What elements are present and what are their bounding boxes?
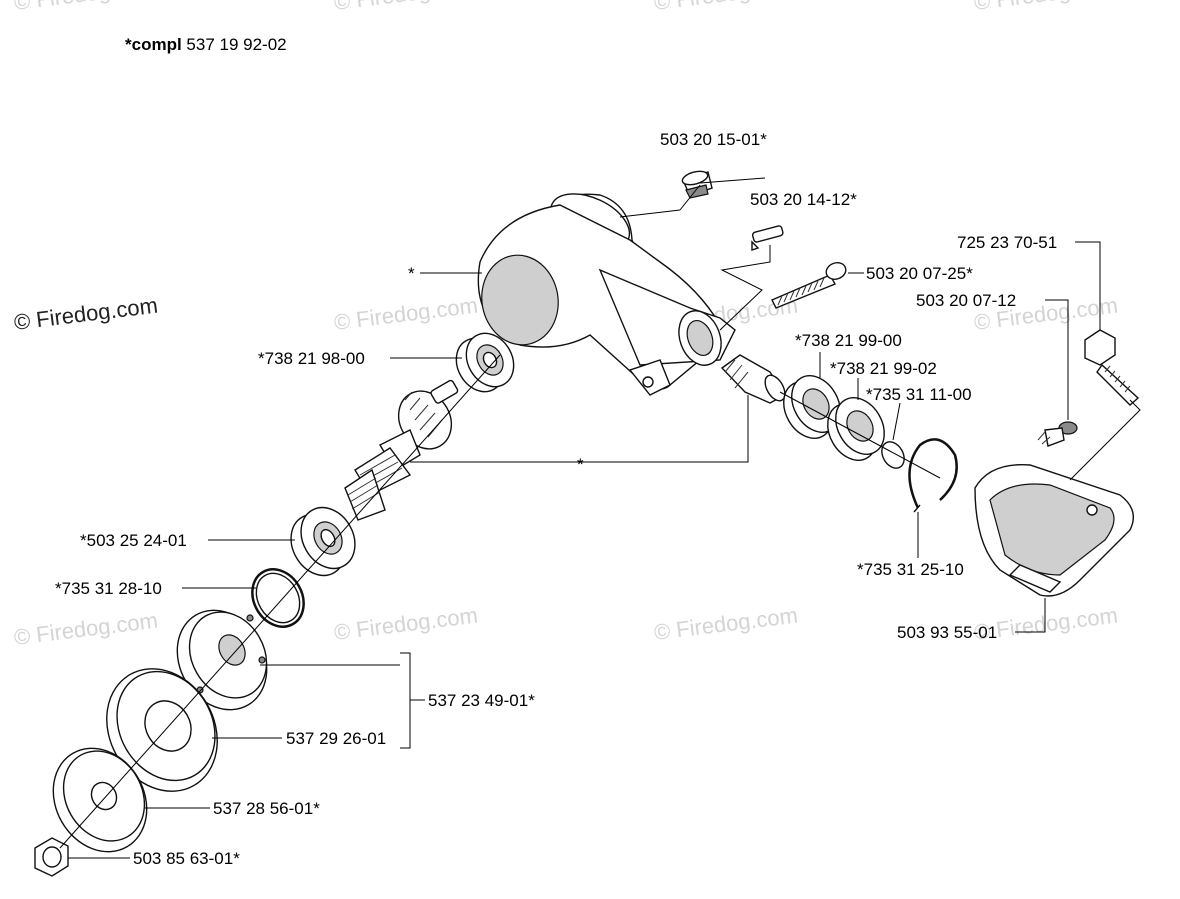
watermark: © Firedog.com [973,0,1120,15]
compl-label: *compl 537 19 92-02 [125,35,287,54]
watermark: © Firedog.com [333,0,480,15]
label-503-20-07-25: 503 20 07-25* [866,264,973,283]
label-503-20-14-12: 503 20 14-12* [750,190,857,209]
drive-disc [176,609,268,711]
bearing-738-21-99-02 [827,397,885,461]
watermark-main: © Firedog.com [13,293,160,335]
compl-number: 537 19 92-02 [182,35,287,54]
label-503-25-24-01: *503 25 24-01 [80,531,187,550]
watermark: © Firedog.com [13,608,160,650]
label-housing-star: * [408,264,415,283]
label-735-31-25-10: *735 31 25-10 [857,560,964,579]
hex-nut [34,837,69,877]
watermark: © Firedog.com [653,603,800,645]
label-738-21-99-00: *738 21 99-00 [795,331,902,350]
label-537-23-49-01: 537 23 49-01* [428,691,535,710]
gear-housing [477,193,736,396]
watermark: © Firedog.com [333,603,480,645]
guard-bolt-long [1084,329,1140,406]
label-503-93-55-01: 503 93 55-01 [897,623,997,642]
circlip-upper [908,438,958,513]
label-537-29-26-01: 537 29 26-01 [286,729,386,748]
watermark: © Firedog.com [333,293,480,335]
label-503-20-15-01: 503 20 15-01* [660,130,767,149]
bearing-upper [455,332,515,393]
long-bolt [771,262,847,309]
bevel-pinion [720,354,787,404]
guard-cover [974,463,1134,597]
label-gear-star: * [577,455,584,474]
label-725-23-70-51: 725 23 70-51 [957,233,1057,252]
plug-screw [681,170,713,199]
label-735-31-28-10: *735 31 28-10 [55,579,162,598]
compl-prefix: *compl [125,35,182,54]
guard-screw-short [1037,421,1078,447]
label-503-85-63-01: 503 85 63-01* [133,849,240,868]
leader-lines [59,177,1141,859]
part-labels: 503 20 15-01* 503 20 14-12* 503 20 07-25… [55,130,1057,868]
gear-shaft [344,379,459,521]
watermark: © Firedog.com [653,0,800,15]
watermark: © Firedog.com [13,0,160,15]
label-738-21-98-00: *738 21 98-00 [258,349,365,368]
spacer-ring [881,441,905,469]
small-screw [751,225,784,251]
label-537-28-56-01: 537 28 56-01* [213,799,320,818]
label-735-31-11-00: *735 31 11-00 [866,385,972,404]
label-738-21-99-02: *738 21 99-02 [830,359,937,378]
label-503-20-07-12: 503 20 07-12 [916,291,1016,310]
circlip-lower [251,568,305,628]
bearing-lower [290,506,356,577]
flat-washer [52,747,148,853]
